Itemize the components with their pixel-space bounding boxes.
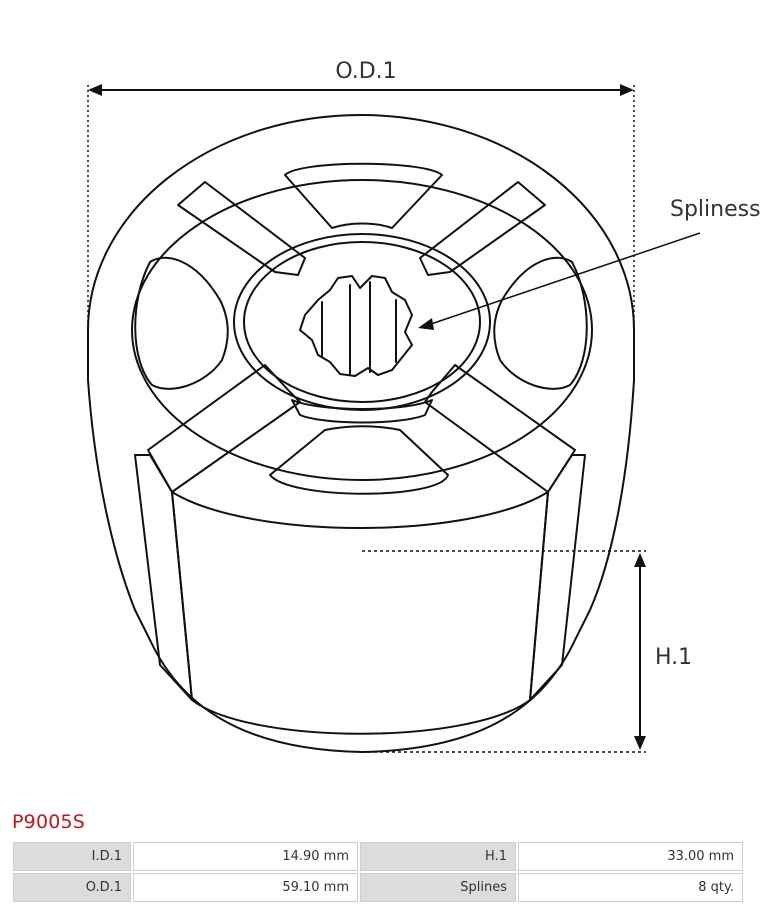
spec-label: H.1 <box>360 842 516 871</box>
table-row: I.D.1 14.90 mm H.1 33.00 mm <box>13 842 743 871</box>
part-drawing: O.D.1 H.1 Spliness <box>87 59 760 753</box>
top-ring <box>131 179 593 481</box>
pocket-right <box>493 256 588 390</box>
spec-value: 14.90 mm <box>133 842 358 871</box>
left-side-panel <box>134 454 193 701</box>
splines-callout-label: Spliness <box>670 197 760 222</box>
spec-label: I.D.1 <box>13 842 131 871</box>
hub-ledge <box>291 399 433 424</box>
spec-value: 33.00 mm <box>518 842 743 871</box>
rib-bottom-left <box>147 364 301 493</box>
spec-value: 59.10 mm <box>133 873 358 902</box>
od-dimension-label: O.D.1 <box>335 59 396 84</box>
right-side-panel <box>529 454 586 701</box>
front-face <box>171 491 549 735</box>
rib-top-right <box>419 181 546 276</box>
pocket-top <box>284 162 443 229</box>
specs-table: I.D.1 14.90 mm H.1 33.00 mm O.D.1 59.10 … <box>11 840 745 904</box>
spec-label: O.D.1 <box>13 873 131 902</box>
spec-value: 8 qty. <box>518 873 743 902</box>
spec-label: Splines <box>360 873 516 902</box>
hub-ring-inner <box>243 241 481 403</box>
spline-bore <box>299 275 413 377</box>
height-dimension-label: H.1 <box>655 645 692 670</box>
pocket-bottom <box>269 425 449 495</box>
pocket-left <box>134 256 229 390</box>
body-outline <box>87 114 635 753</box>
part-code: P9005S <box>12 811 86 833</box>
table-row: O.D.1 59.10 mm Splines 8 qty. <box>13 873 743 902</box>
rib-bottom-right <box>424 364 576 493</box>
hub-ring <box>233 233 491 411</box>
rib-top-left <box>177 181 306 276</box>
